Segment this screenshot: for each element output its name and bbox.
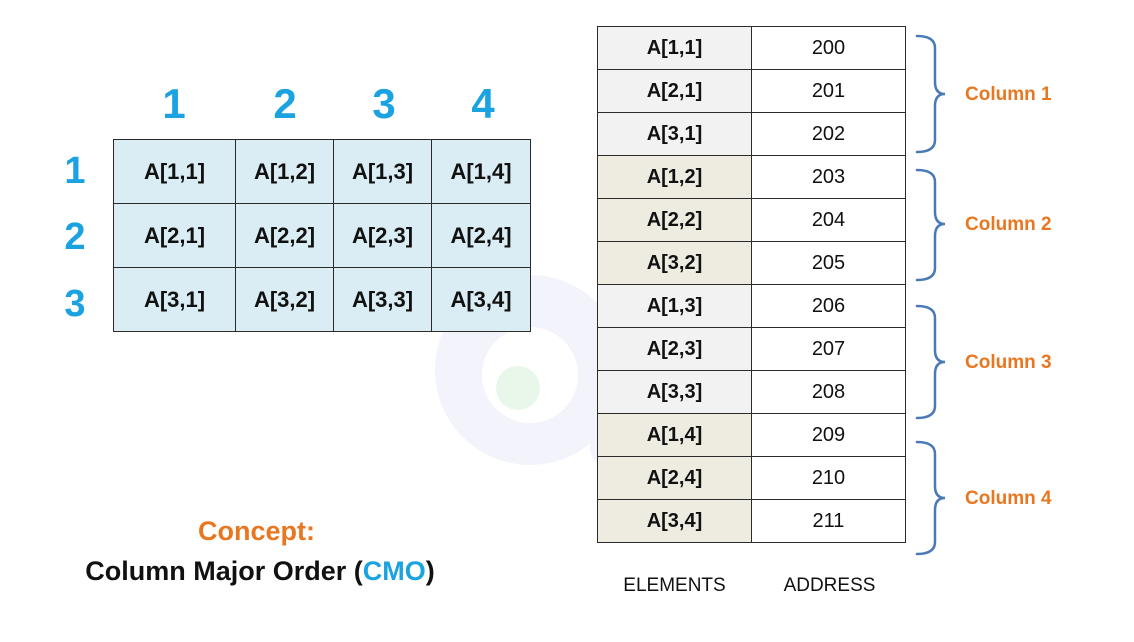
address-column-label: ADDRESS	[783, 575, 876, 596]
row-header-2: 2	[64, 216, 86, 258]
brace-column-1	[915, 34, 946, 154]
matrix-cell: A[1,2]	[235, 139, 334, 204]
brace-column-4	[915, 440, 946, 556]
memory-element: A[3,4]	[597, 499, 752, 543]
matrix-grid: A[1,1] A[1,2] A[1,3] A[1,4] A[2,1] A[2,2…	[113, 139, 531, 332]
matrix-cell: A[1,4]	[431, 139, 531, 204]
memory-address: 203	[751, 155, 906, 199]
memory-element: A[2,3]	[597, 327, 752, 371]
memory-address: 209	[751, 413, 906, 457]
col-header-3: 3	[372, 80, 396, 127]
group-braces	[915, 34, 946, 556]
memory-element: A[1,4]	[597, 413, 752, 457]
row-header-3: 3	[64, 283, 86, 325]
concept-subtitle-highlight: CMO	[362, 556, 426, 586]
brace-column-3	[915, 304, 946, 420]
matrix-cell: A[3,4]	[431, 267, 531, 332]
memory-row: A[2,1] 201	[597, 69, 906, 113]
group-label-column-4: Column 4	[965, 488, 1052, 509]
memory-row: A[3,1] 202	[597, 112, 906, 156]
matrix-cell: A[3,2]	[235, 267, 334, 332]
memory-element: A[2,1]	[597, 69, 752, 113]
row-header-1: 1	[64, 150, 86, 192]
memory-address: 208	[751, 370, 906, 414]
group-label-column-2: Column 2	[965, 214, 1052, 235]
matrix-row: A[1,1] A[1,2] A[1,3] A[1,4]	[113, 139, 531, 204]
concept-subtitle: Column Major Order (CMO)	[0, 556, 520, 587]
memory-address: 202	[751, 112, 906, 156]
memory-element: A[3,3]	[597, 370, 752, 414]
memory-row: A[1,4] 209	[597, 413, 906, 457]
elements-column-label: ELEMENTS	[623, 575, 726, 596]
group-label-column-3: Column 3	[965, 352, 1052, 373]
memory-row: A[2,2] 204	[597, 198, 906, 242]
brace-column-2	[915, 168, 946, 282]
concept-subtitle-prefix: Column Major Order (	[85, 556, 363, 586]
col-header-4: 4	[471, 80, 495, 127]
memory-address: 200	[751, 26, 906, 70]
matrix-cell: A[3,1]	[113, 267, 236, 332]
memory-element: A[1,3]	[597, 284, 752, 328]
memory-address: 201	[751, 69, 906, 113]
memory-row: A[3,3] 208	[597, 370, 906, 414]
matrix-cell: A[1,1]	[113, 139, 236, 204]
memory-table: A[1,1] 200 A[2,1] 201 A[3,1] 202 A[1,2] …	[597, 26, 906, 543]
memory-address: 205	[751, 241, 906, 285]
col-header-1: 1	[162, 80, 186, 127]
memory-element: A[3,1]	[597, 112, 752, 156]
matrix-row: A[3,1] A[3,2] A[3,3] A[3,4]	[113, 267, 531, 332]
memory-address: 206	[751, 284, 906, 328]
memory-row: A[1,1] 200	[597, 26, 906, 70]
memory-row: A[1,2] 203	[597, 155, 906, 199]
memory-address: 204	[751, 198, 906, 242]
memory-row: A[2,3] 207	[597, 327, 906, 371]
matrix-row: A[2,1] A[2,2] A[2,3] A[2,4]	[113, 203, 531, 268]
memory-element: A[2,2]	[597, 198, 752, 242]
col-header-2: 2	[273, 80, 297, 127]
memory-element: A[3,2]	[597, 241, 752, 285]
memory-element: A[1,2]	[597, 155, 752, 199]
memory-element: A[1,1]	[597, 26, 752, 70]
matrix-cell: A[1,3]	[333, 139, 432, 204]
group-label-column-1: Column 1	[965, 84, 1052, 105]
memory-row: A[1,3] 206	[597, 284, 906, 328]
matrix-cell: A[2,4]	[431, 203, 531, 268]
memory-row: A[3,2] 205	[597, 241, 906, 285]
matrix-cell: A[2,1]	[113, 203, 236, 268]
concept-subtitle-suffix: )	[425, 556, 435, 586]
matrix-cell: A[2,2]	[235, 203, 334, 268]
memory-address: 207	[751, 327, 906, 371]
matrix-cell: A[3,3]	[333, 267, 432, 332]
memory-address: 211	[751, 499, 906, 543]
memory-row: A[3,4] 211	[597, 499, 906, 543]
memory-element: A[2,4]	[597, 456, 752, 500]
concept-title: Concept:	[198, 516, 315, 546]
matrix-cell: A[2,3]	[333, 203, 432, 268]
memory-row: A[2,4] 210	[597, 456, 906, 500]
memory-address: 210	[751, 456, 906, 500]
